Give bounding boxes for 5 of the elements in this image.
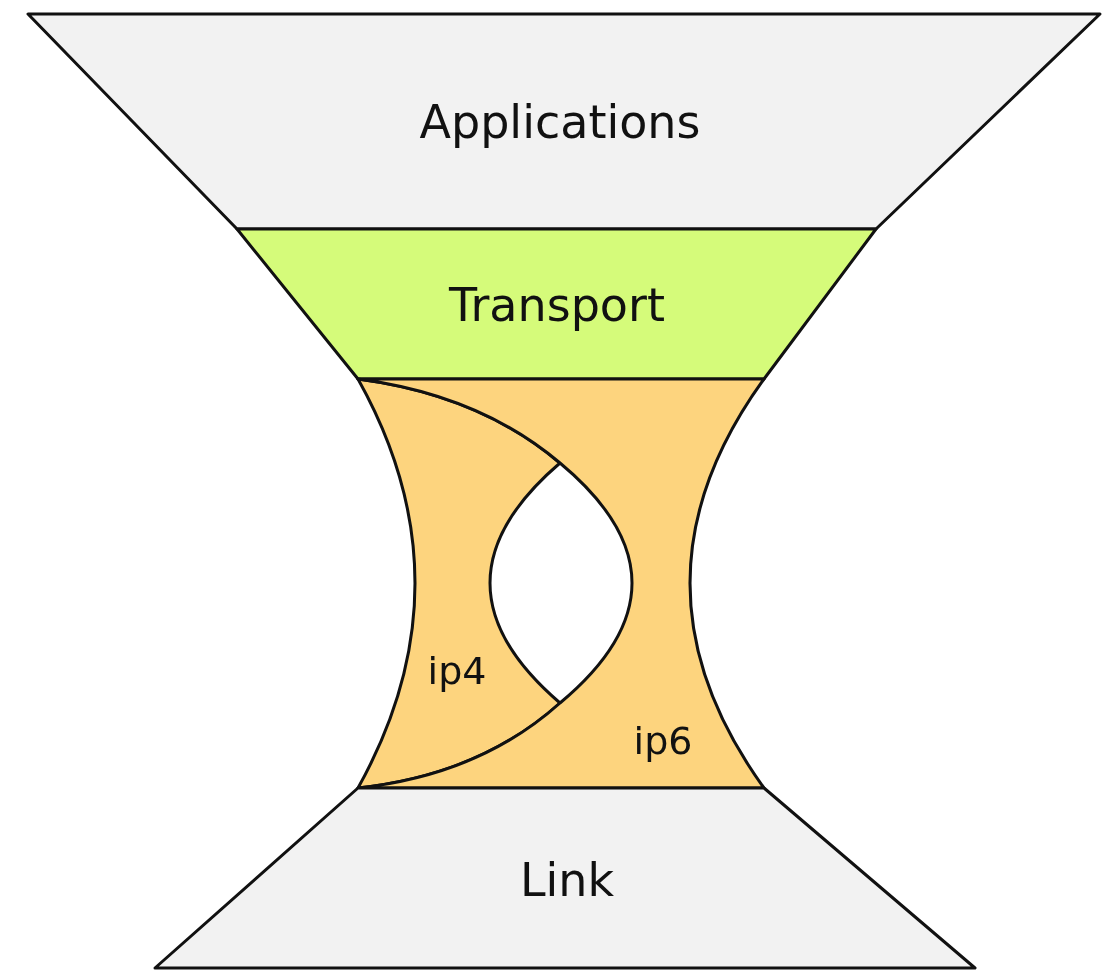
layer-label: Transport bbox=[449, 279, 665, 331]
layer-label: Link bbox=[519, 854, 615, 906]
layer-label: ip4 bbox=[427, 651, 487, 693]
layer-label: Applications bbox=[419, 96, 701, 148]
layer-label: ip6 bbox=[633, 721, 693, 763]
